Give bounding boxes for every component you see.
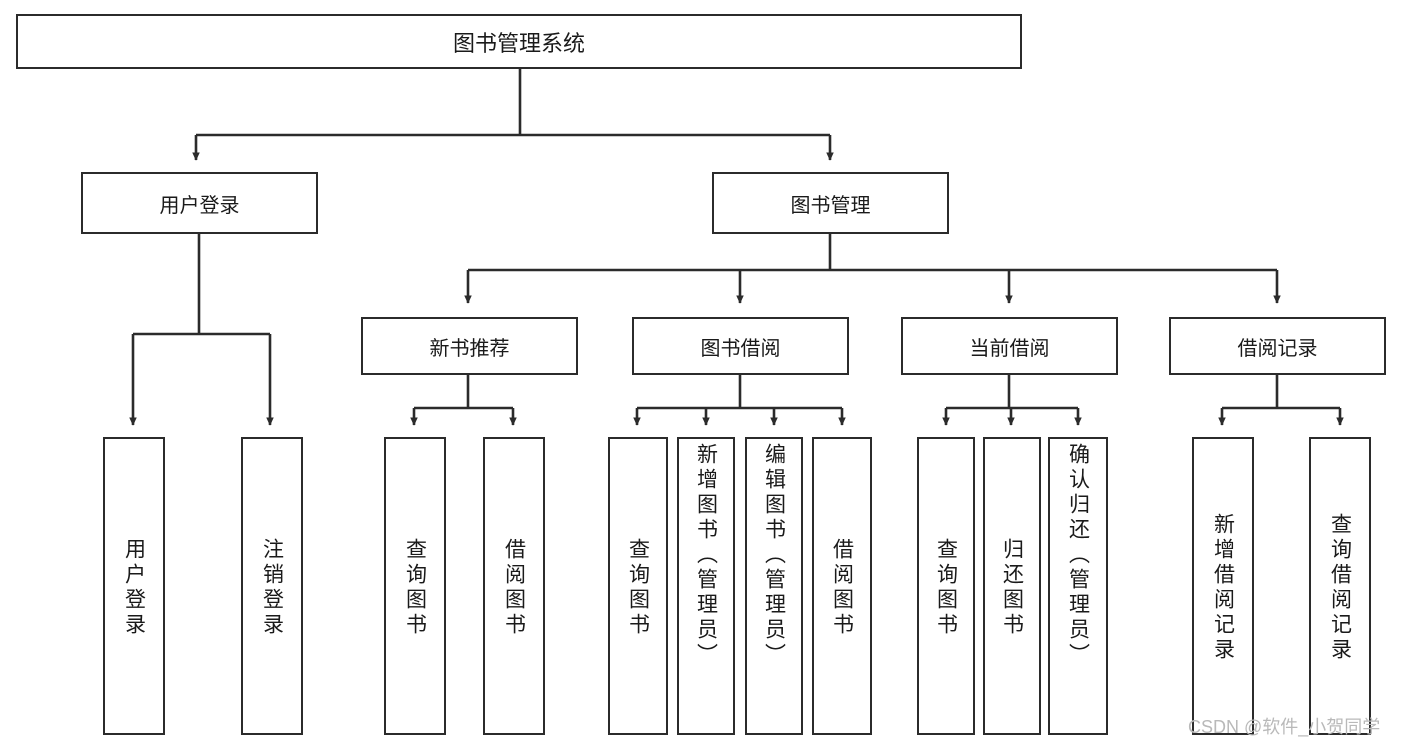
node-book-borrow-label: 图书借阅 — [700, 337, 781, 360]
node-leaf-return-book[interactable]: 归还图书 — [983, 437, 1041, 735]
node-new-book-recommend[interactable]: 新书推荐 — [361, 317, 578, 375]
node-leaf-query-book-2-label: 查询图书 — [626, 538, 650, 638]
node-leaf-add-book-label: 新增图书（管理员） — [694, 443, 718, 668]
node-borrow-record[interactable]: 借阅记录 — [1169, 317, 1386, 375]
node-leaf-user-login-label: 用户登录 — [122, 538, 146, 638]
node-book-manage-label: 图书管理 — [790, 194, 871, 217]
node-root[interactable]: 图书管理系统 — [16, 14, 1022, 69]
node-leaf-query-book-3-label: 查询图书 — [934, 538, 958, 638]
node-leaf-query-book-2[interactable]: 查询图书 — [608, 437, 668, 735]
node-leaf-add-record-label: 新增借阅记录 — [1211, 513, 1235, 663]
node-leaf-borrow-book-1-label: 借阅图书 — [502, 538, 526, 638]
node-user-login-label: 用户登录 — [159, 194, 240, 217]
node-leaf-query-book-1-label: 查询图书 — [403, 538, 427, 638]
node-leaf-return-book-label: 归还图书 — [1000, 538, 1024, 638]
node-leaf-logout-label: 注销登录 — [260, 538, 284, 638]
node-leaf-edit-book-label: 编辑图书（管理员） — [762, 443, 786, 668]
node-leaf-borrow-book-2-label: 借阅图书 — [830, 538, 854, 638]
node-leaf-borrow-book-1[interactable]: 借阅图书 — [483, 437, 545, 735]
node-current-borrow[interactable]: 当前借阅 — [901, 317, 1118, 375]
node-leaf-query-record[interactable]: 查询借阅记录 — [1309, 437, 1371, 735]
node-leaf-query-book-1[interactable]: 查询图书 — [384, 437, 446, 735]
node-leaf-logout[interactable]: 注销登录 — [241, 437, 303, 735]
node-book-borrow[interactable]: 图书借阅 — [632, 317, 849, 375]
node-current-borrow-label: 当前借阅 — [969, 337, 1050, 360]
node-book-manage[interactable]: 图书管理 — [712, 172, 949, 234]
node-leaf-confirm-return-label: 确认归还（管理员） — [1066, 443, 1090, 668]
node-leaf-query-book-3[interactable]: 查询图书 — [917, 437, 975, 735]
node-user-login[interactable]: 用户登录 — [81, 172, 318, 234]
node-leaf-add-record[interactable]: 新增借阅记录 — [1192, 437, 1254, 735]
node-leaf-query-record-label: 查询借阅记录 — [1328, 513, 1352, 663]
node-leaf-confirm-return[interactable]: 确认归还（管理员） — [1048, 437, 1108, 735]
node-leaf-borrow-book-2[interactable]: 借阅图书 — [812, 437, 872, 735]
watermark: CSDN @软件_小贺同学 — [1188, 717, 1381, 737]
node-leaf-edit-book[interactable]: 编辑图书（管理员） — [745, 437, 803, 735]
node-root-label: 图书管理系统 — [452, 30, 585, 56]
node-new-book-recommend-label: 新书推荐 — [429, 337, 510, 360]
node-leaf-add-book[interactable]: 新增图书（管理员） — [677, 437, 735, 735]
node-leaf-user-login[interactable]: 用户登录 — [103, 437, 165, 735]
node-borrow-record-label: 借阅记录 — [1237, 337, 1318, 360]
